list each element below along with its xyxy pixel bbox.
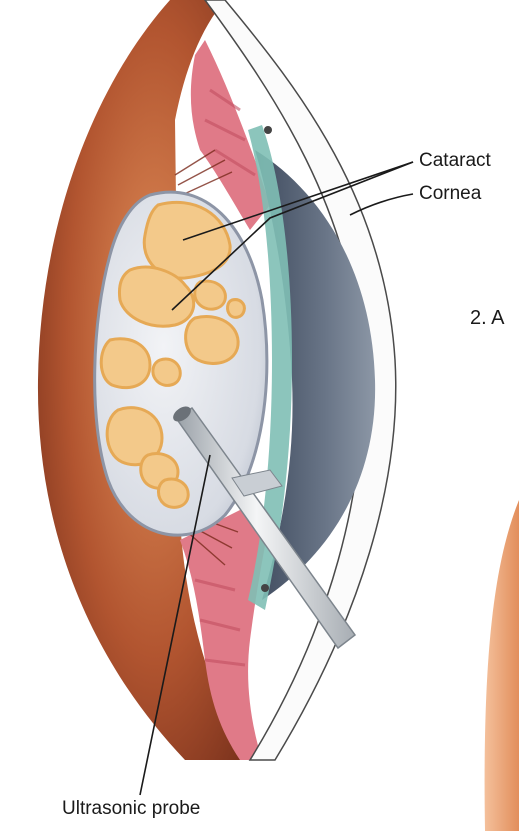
wall-marker-lower (261, 584, 269, 592)
label-cornea: Cornea (419, 184, 481, 203)
label-ultrasonic-probe: Ultrasonic probe (62, 799, 200, 818)
label-cataract: Cataract (419, 151, 491, 170)
label-step-fragment: 2. A (470, 308, 504, 328)
wall-marker-upper (264, 126, 272, 134)
adjacent-panel-glow (485, 500, 519, 831)
